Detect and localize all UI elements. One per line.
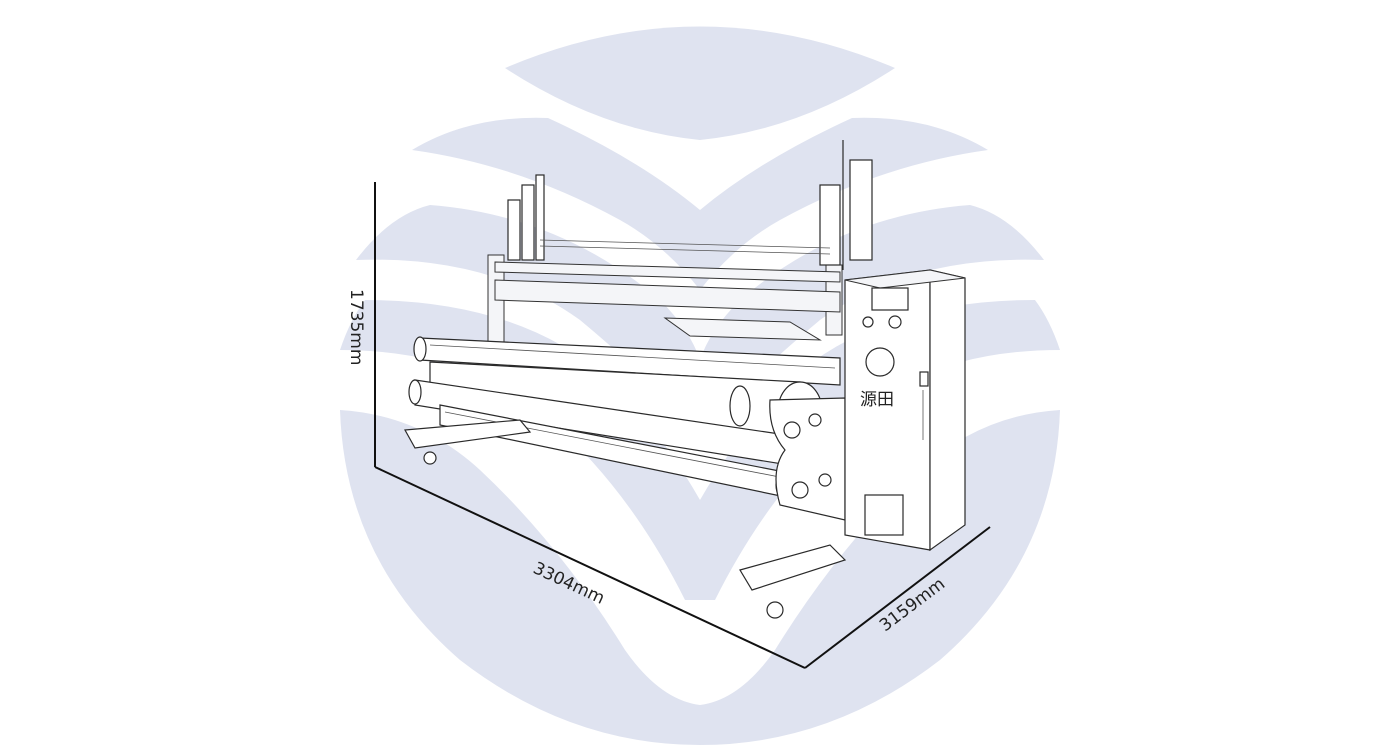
dimension-lines	[374, 182, 991, 669]
cabinet-logo-icon	[865, 347, 895, 377]
height-label: 1735mm	[346, 289, 366, 365]
cabinet-logo-text: 源田	[860, 390, 894, 410]
machine-illustration: 源田	[404, 140, 966, 619]
width-dimension-line	[804, 526, 991, 669]
length-dimension-line	[374, 466, 806, 669]
